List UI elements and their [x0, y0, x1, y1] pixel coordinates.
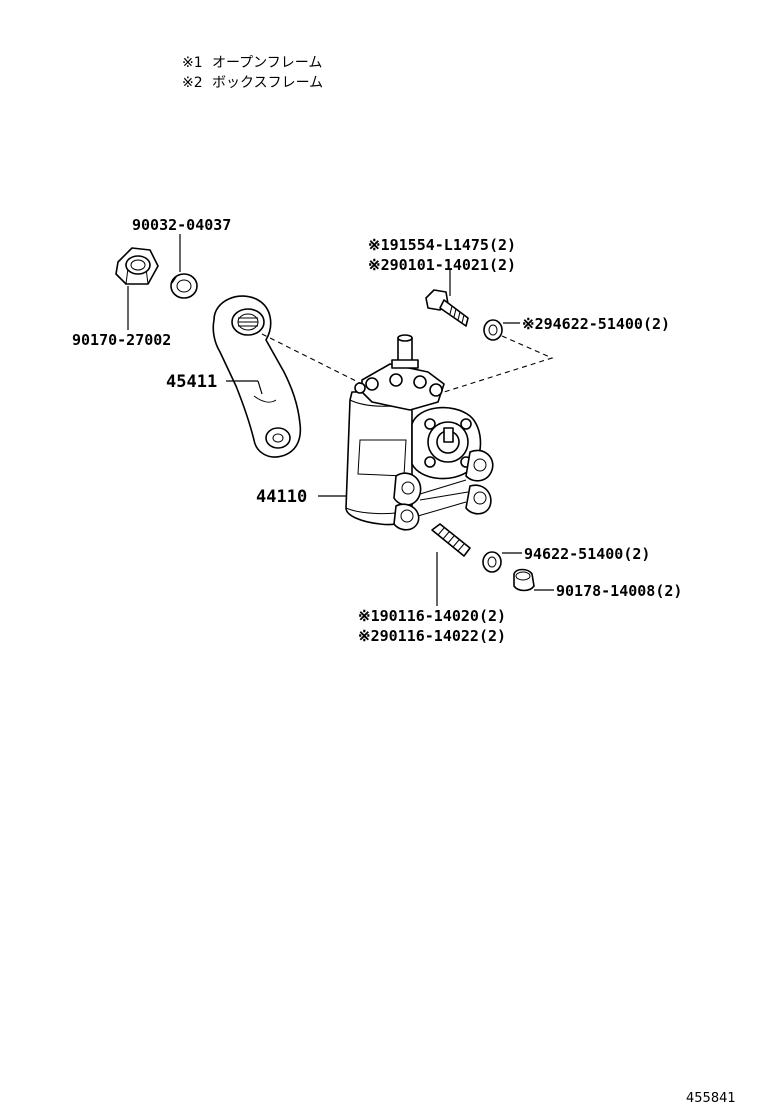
assembly-line-bolt	[443, 335, 554, 393]
label-washer-top[interactable]: 90032-04037	[132, 216, 231, 234]
label-nut-top[interactable]: 90170-27002	[72, 331, 171, 349]
figure-id: 455841	[686, 1091, 736, 1106]
label-stud-box[interactable]: ※290116-14022(2)	[358, 627, 506, 645]
label-washer-right[interactable]: ※294622-51400(2)	[522, 315, 670, 333]
gear-housing-icon[interactable]	[345, 334, 494, 531]
label-gear-housing[interactable]: 44110	[256, 487, 307, 507]
legend-open-frame: オープンフレーム	[212, 55, 322, 71]
washer-lower-icon[interactable]	[482, 551, 502, 573]
pitman-arm-icon[interactable]	[212, 295, 302, 458]
nut-top-icon[interactable]	[115, 247, 159, 285]
label-washer-lower[interactable]: 94622-51400(2)	[524, 545, 650, 563]
frame-legend: ※1 オープンフレーム ※2 ボックスフレーム	[182, 55, 323, 91]
label-stud-open[interactable]: ※190116-14020(2)	[358, 607, 506, 625]
label-nut-lower[interactable]: 90178-14008(2)	[556, 582, 682, 600]
legend-mark-2: ※2	[182, 75, 203, 91]
leader-lines	[127, 234, 554, 606]
bolt-top-icon[interactable]	[425, 289, 469, 327]
washer-top-icon[interactable]	[170, 273, 198, 299]
stud-lower-icon[interactable]	[431, 523, 471, 557]
label-bolt-box[interactable]: ※290101-14021(2)	[368, 256, 516, 274]
legend-box-frame: ボックスフレーム	[212, 75, 323, 91]
part-labels: 90032-04037 90170-27002 45411 44110 ※191…	[72, 216, 682, 645]
washer-right-icon[interactable]	[483, 319, 503, 341]
label-pitman-arm[interactable]: 45411	[166, 372, 217, 392]
assembly-line-arm	[261, 333, 363, 385]
label-bolt-open[interactable]: ※191554-L1475(2)	[368, 236, 516, 254]
legend-mark-1: ※1	[182, 55, 203, 71]
nut-lower-icon[interactable]	[513, 568, 535, 592]
